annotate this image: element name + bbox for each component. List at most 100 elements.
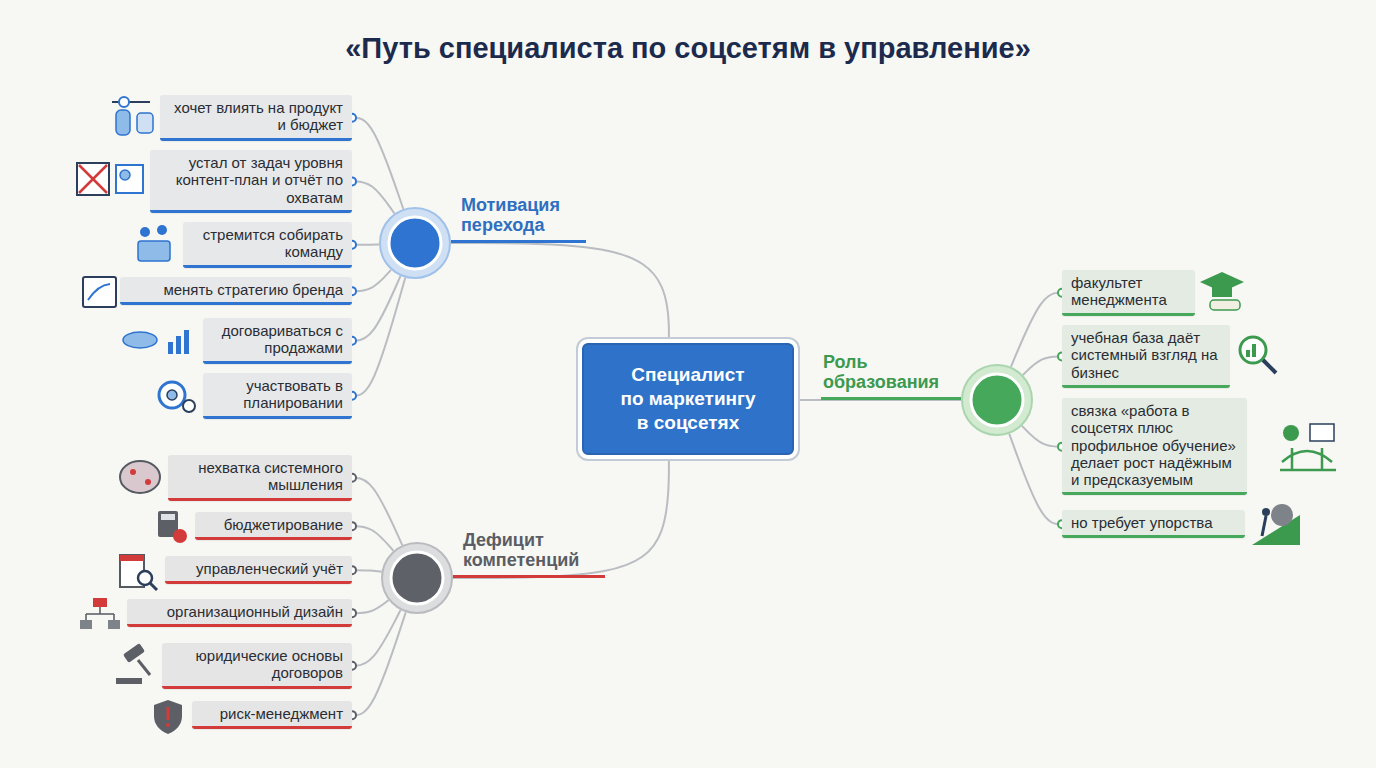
hub-core xyxy=(971,374,1023,426)
hub-circle-shape xyxy=(961,364,1033,436)
handshake-chart-icon xyxy=(123,330,189,354)
leaf-text: устал от задач уровня контент-план и отч… xyxy=(159,154,343,206)
icon-part xyxy=(77,163,109,195)
book-bridge-icon xyxy=(1280,424,1336,470)
team-puzzle-icon xyxy=(138,225,170,261)
icon-part xyxy=(173,529,187,543)
branch-connector xyxy=(1022,426,1062,447)
slider-hand-icon xyxy=(112,97,153,135)
icon-part xyxy=(120,555,144,561)
icon-part xyxy=(176,336,181,354)
document-magnifier-icon xyxy=(120,555,157,590)
icon-part xyxy=(161,514,175,520)
branch-leaf-box: управленческий учёт xyxy=(165,556,352,584)
hub-core xyxy=(389,217,441,269)
icon-part xyxy=(1280,448,1336,470)
central-topic-box: Специалист по маркетингу в соцсетях xyxy=(582,343,794,455)
topic-text: Специалист по маркетингу в соцсетях xyxy=(618,363,758,434)
icon-part xyxy=(79,165,107,193)
icon-part xyxy=(88,284,110,300)
branch-hub-circle: Мотивация перехода xyxy=(379,207,451,279)
strategy-board-icon xyxy=(83,277,116,307)
icon-part xyxy=(1271,504,1293,526)
leaf-text: бюджетирование xyxy=(204,516,343,533)
leaf-text: учебная база даёт системный взгляд на би… xyxy=(1071,329,1221,381)
icon-part xyxy=(138,241,170,261)
icon-part xyxy=(130,469,136,475)
leaf-text: факультет менеджмента xyxy=(1071,274,1186,309)
icon-part xyxy=(1262,516,1266,536)
brain-icon xyxy=(120,461,160,493)
icon-part xyxy=(167,390,177,400)
icon-part xyxy=(184,330,189,354)
icon-part xyxy=(140,227,150,237)
icon-part xyxy=(1252,344,1256,357)
analysis-magnifier-icon xyxy=(1240,337,1276,373)
branch-hub-circle: Роль образования xyxy=(961,364,1033,436)
icon-part xyxy=(119,97,129,107)
shield-icon xyxy=(154,700,182,734)
icon-part xyxy=(138,660,150,675)
branch-leaf-box: юридические основы договоров xyxy=(162,643,352,689)
branch-leaf-box: учебная база даёт системный взгляд на би… xyxy=(1062,325,1230,388)
hub-circle-shape xyxy=(379,207,451,279)
branch-leaf-box: договариваться с продажами xyxy=(203,318,352,364)
boulder-push-icon xyxy=(1252,504,1300,545)
branch-leaf-box: хочет влиять на продукт и бюджет xyxy=(160,95,352,141)
branch-connector xyxy=(352,278,405,396)
icon-part xyxy=(166,723,170,727)
branch-connector xyxy=(1009,434,1062,524)
branch-connector xyxy=(352,612,406,715)
leaf-text: организационный дизайн xyxy=(136,603,343,620)
hub-ring xyxy=(382,543,452,613)
branch-connector xyxy=(352,600,389,613)
branch-leaf-box: риск-менеджмент xyxy=(192,701,352,729)
leaf-text: связка «работа в соцсетях плюс профильно… xyxy=(1071,402,1238,488)
branch-hub-circle: Дефицит компетенций xyxy=(381,542,453,614)
hub-ring xyxy=(380,208,450,278)
branch-leaf-box: менять стратегию бренда xyxy=(120,277,352,305)
leaf-text: стремится собирать команду xyxy=(192,226,343,261)
icon-part xyxy=(154,700,182,734)
graduation-cap-icon xyxy=(1200,272,1244,310)
icon-part xyxy=(80,620,92,629)
branch-leaf-box: бюджетирование xyxy=(195,512,352,540)
icon-part xyxy=(145,479,151,485)
branch-leaf-box: устал от задач уровня контент-план и отч… xyxy=(150,150,352,213)
icon-part xyxy=(1262,508,1270,516)
icon-part xyxy=(138,571,152,585)
icon-part xyxy=(1210,300,1240,310)
gears-icon xyxy=(159,382,195,412)
icon-part xyxy=(1310,424,1334,441)
icon-part xyxy=(1246,350,1250,357)
branch-connector xyxy=(352,181,394,213)
branch-connector xyxy=(352,610,401,666)
branch-leaf-box: но требует упорства xyxy=(1062,510,1245,538)
icon-part xyxy=(116,165,143,193)
branch-connector xyxy=(453,455,669,578)
icon-part xyxy=(159,382,185,408)
icon-part xyxy=(93,598,107,607)
icon-part xyxy=(120,461,160,493)
icon-part xyxy=(167,707,170,720)
leaf-text: юридические основы договоров xyxy=(171,647,343,682)
icon-part xyxy=(79,165,107,193)
leaf-text: управленческий учёт xyxy=(174,560,343,577)
hub-core xyxy=(391,552,443,604)
branch-leaf-box: участвовать в планировании xyxy=(203,373,352,419)
branch-leaf-box: нехватка системного мышления xyxy=(168,455,352,501)
icon-part xyxy=(1240,337,1266,363)
branch-connector xyxy=(352,118,403,209)
icon-part xyxy=(168,342,173,354)
icon-part xyxy=(112,101,150,103)
branch-heading: Мотивация перехода xyxy=(451,195,586,243)
branch-connector xyxy=(352,526,393,551)
leaf-text: договариваться с продажами xyxy=(212,322,343,357)
calendar-crossed-icon xyxy=(77,163,143,195)
icon-part xyxy=(150,583,157,590)
leaf-text: хочет влиять на продукт и бюджет xyxy=(169,99,343,134)
branch-leaf-box: факультет менеджмента xyxy=(1062,270,1195,316)
calculator-icon xyxy=(158,511,187,543)
leaf-text: но требует упорства xyxy=(1071,514,1236,531)
